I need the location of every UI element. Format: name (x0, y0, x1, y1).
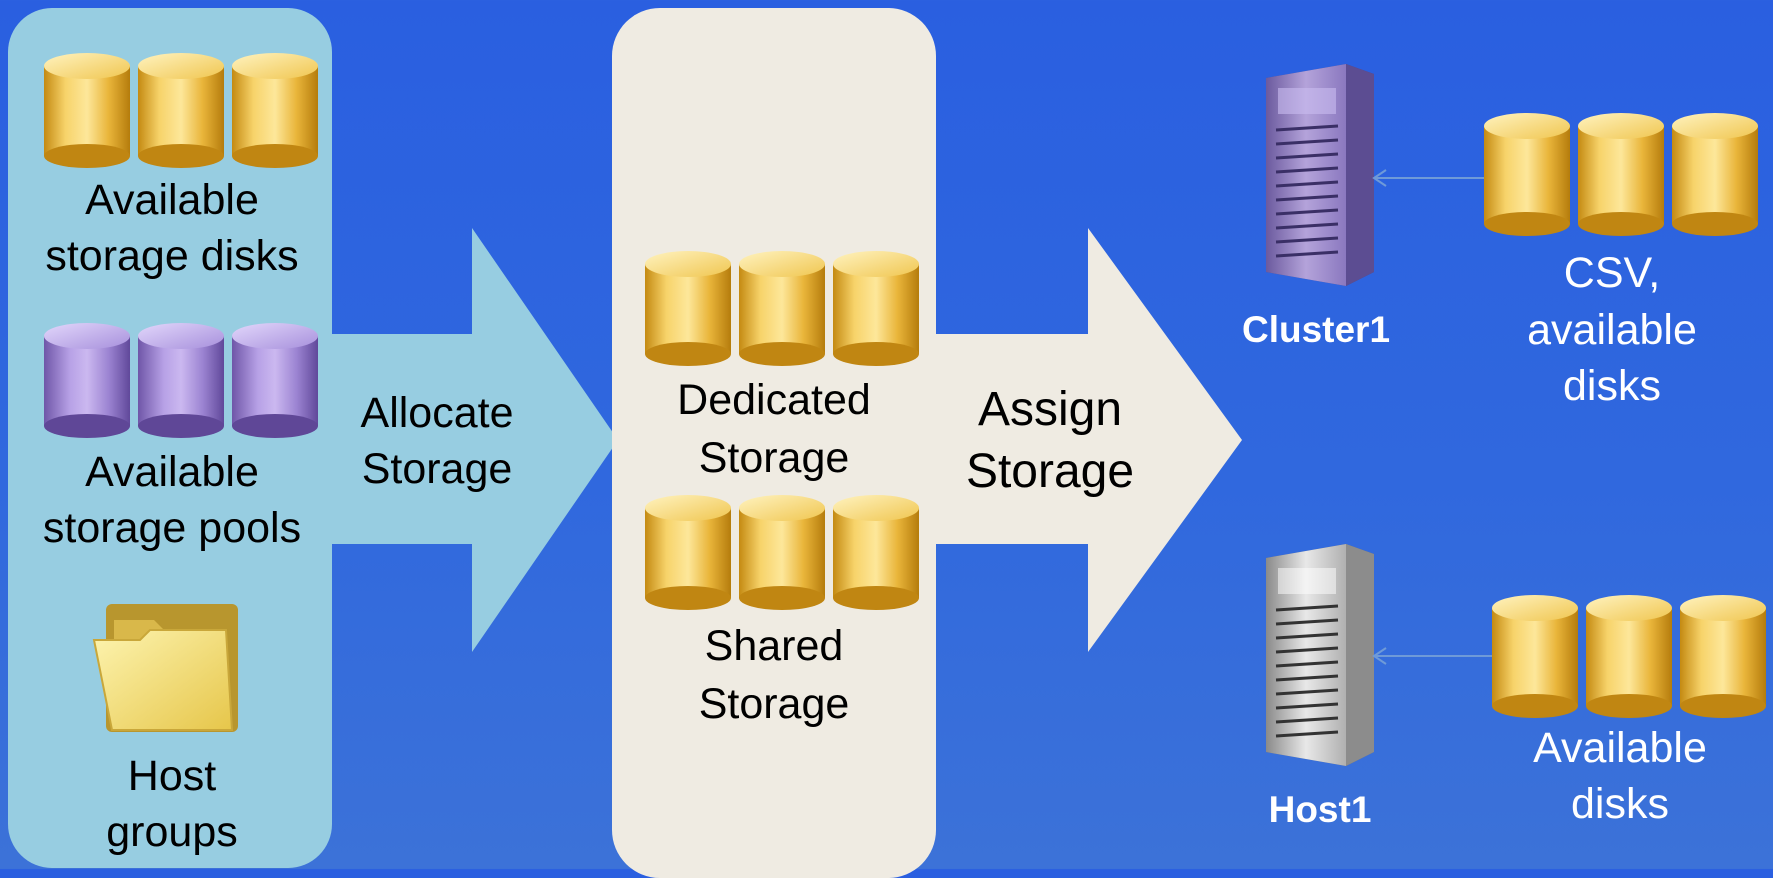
dedicated-label-1: Dedicated (677, 376, 871, 424)
shared-label-2: Storage (698, 680, 850, 728)
disks-label-2: storage disks (45, 232, 299, 280)
groups-label-1: Host (127, 752, 217, 800)
storage-disk-icon (44, 53, 318, 168)
assign-arrow (934, 228, 1242, 652)
allocate-label-1: Allocate (360, 389, 514, 437)
shared-storage-disk-icon (645, 495, 919, 610)
csv-label-3: disks (1563, 362, 1661, 410)
pools-label-1: Available (85, 448, 259, 496)
allocate-arrow (330, 228, 618, 652)
storage-pool-icon (44, 323, 318, 438)
host-disk-icon (1492, 595, 1766, 718)
host-connector-arrow (1372, 647, 1498, 665)
disks-label-1: Available (85, 176, 259, 224)
server-icon (1266, 64, 1374, 286)
assign-label-2: Storage (965, 445, 1135, 498)
dedicated-label-2: Storage (698, 434, 850, 482)
host-disks-label-2: disks (1571, 780, 1669, 828)
cluster-connector-arrow (1372, 169, 1488, 187)
assign-label-1: Assign (977, 383, 1123, 436)
shared-label-1: Shared (704, 622, 844, 670)
csv-disk-icon (1484, 113, 1758, 236)
allocate-label-2: Storage (361, 445, 513, 493)
cluster-label: Cluster1 (1241, 309, 1391, 350)
csv-label-2: available (1527, 306, 1697, 354)
dedicated-storage-disk-icon (645, 251, 919, 366)
pools-label-2: storage pools (42, 504, 302, 552)
server-icon (1266, 544, 1374, 766)
host-label: Host1 (1268, 789, 1372, 830)
folder-icon (92, 604, 238, 732)
csv-label-1: CSV, (1563, 249, 1661, 297)
managed-storage-panel (612, 8, 936, 878)
groups-label-2: groups (106, 808, 238, 856)
host-disks-label-1: Available (1533, 724, 1707, 772)
